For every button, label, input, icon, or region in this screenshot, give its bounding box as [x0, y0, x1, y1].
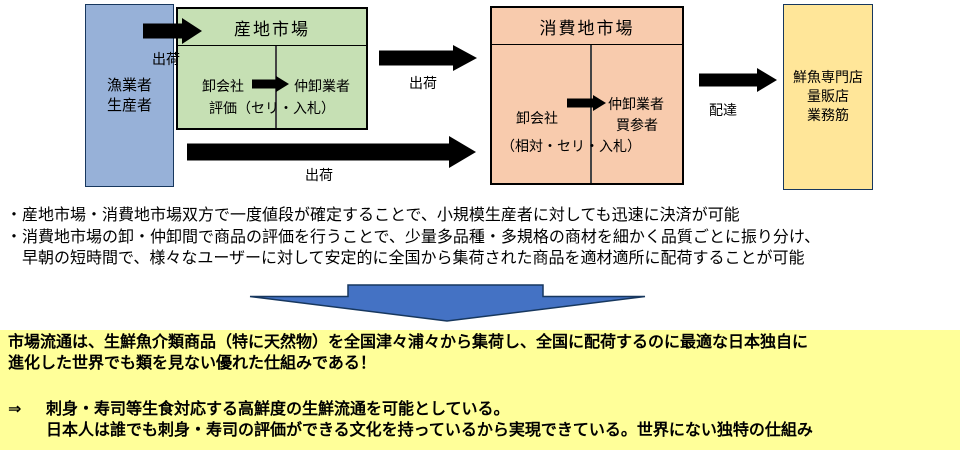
consumption-buyer-label: 買参者 — [616, 119, 658, 134]
big-down-arrow-icon — [249, 284, 646, 322]
conclusion-heading-line-2: 進化した世界でも類を見ない優れた仕組みである！ — [8, 354, 376, 372]
retail-line-3: 業務筋 — [807, 108, 849, 124]
retail-line-2: 量販店 — [807, 89, 849, 105]
conclusion-heading-line-1: 市場流通は、生鮮魚介類商品（特に天然物）を全国津々浦々から集荷し、全国に配荷する… — [8, 334, 809, 351]
bullet-line-1: ・産地市場・消費地市場双方で一度値段が確定することで、小規模生産者に対しても迅速… — [6, 207, 740, 224]
origin-market-box: 産地市場 — [176, 7, 368, 130]
origin-middle-wholesaler-label: 仲卸業者 — [294, 80, 350, 95]
arrow-consumption-to-retail-icon — [699, 68, 777, 92]
origin-market-title: 産地市場 — [178, 9, 366, 46]
producer-line-1: 漁業者 — [106, 77, 152, 94]
origin-evaluation-label: 評価（セリ・入札） — [209, 102, 335, 117]
conclusion-point-row: ⇒ 刺身・寿司等生食対応する高鮮度の生鮮流通を可能としている。 日本人は誰でも刺… — [8, 400, 952, 441]
consumption-market-box: 消費地市場 — [490, 6, 684, 185]
origin-wholesaler-label: 卸会社 — [202, 80, 244, 95]
shipping-label-3: 出荷 — [305, 169, 333, 184]
conclusion-point-line-2: 日本人は誰でも刺身・寿司の評価ができる文化を持っているから実現できている。世界に… — [46, 421, 813, 439]
consumption-evaluation-label: （相対・セリ・入札） — [501, 140, 641, 155]
bullet-line-2: ・消費地市場の卸・仲卸間で商品の評価を行うことで、少量多品種・多規格の商材を細か… — [6, 228, 821, 246]
shipping-label-1: 出荷 — [152, 53, 180, 68]
retail-line-1: 鮮魚専門店 — [793, 70, 863, 86]
arrow-producer-to-consumption-icon — [187, 136, 476, 168]
implies-arrow-symbol: ⇒ — [8, 401, 22, 418]
arrow-origin-to-consumption-icon — [379, 45, 477, 71]
consumption-middle-wholesaler-label: 仲卸業者 — [608, 98, 664, 113]
conclusion-band: 市場流通は、生鮮魚介類商品（特に天然物）を全国津々浦々から集荷し、全国に配荷する… — [0, 330, 960, 450]
producer-box: 漁業者 生産者 — [85, 4, 174, 187]
conclusion-points: 刺身・寿司等生食対応する高鮮度の生鮮流通を可能としている。 日本人は誰でも刺身・… — [46, 400, 813, 441]
conclusion-point-line-1: 刺身・寿司等生食対応する高鮮度の生鮮流通を可能としている。 — [46, 401, 510, 418]
consumption-wholesaler-label: 卸会社 — [516, 112, 558, 127]
retail-box: 鮮魚専門店 量販店 業務筋 — [783, 4, 873, 190]
consumption-market-divider — [590, 45, 592, 183]
consumption-market-title: 消費地市場 — [492, 8, 682, 45]
shipping-label-2: 出荷 — [409, 77, 437, 92]
producer-line-2: 生産者 — [106, 97, 152, 114]
delivery-label: 配達 — [709, 104, 737, 119]
bullet-line-3: 早朝の短時間で、様々なユーザーに対して安定的に全国から集荷された商品を適材適所に… — [6, 250, 805, 267]
bullet-text-block: ・産地市場・消費地市場双方で一度値段が確定することで、小規模生産者に対しても迅速… — [6, 205, 956, 270]
